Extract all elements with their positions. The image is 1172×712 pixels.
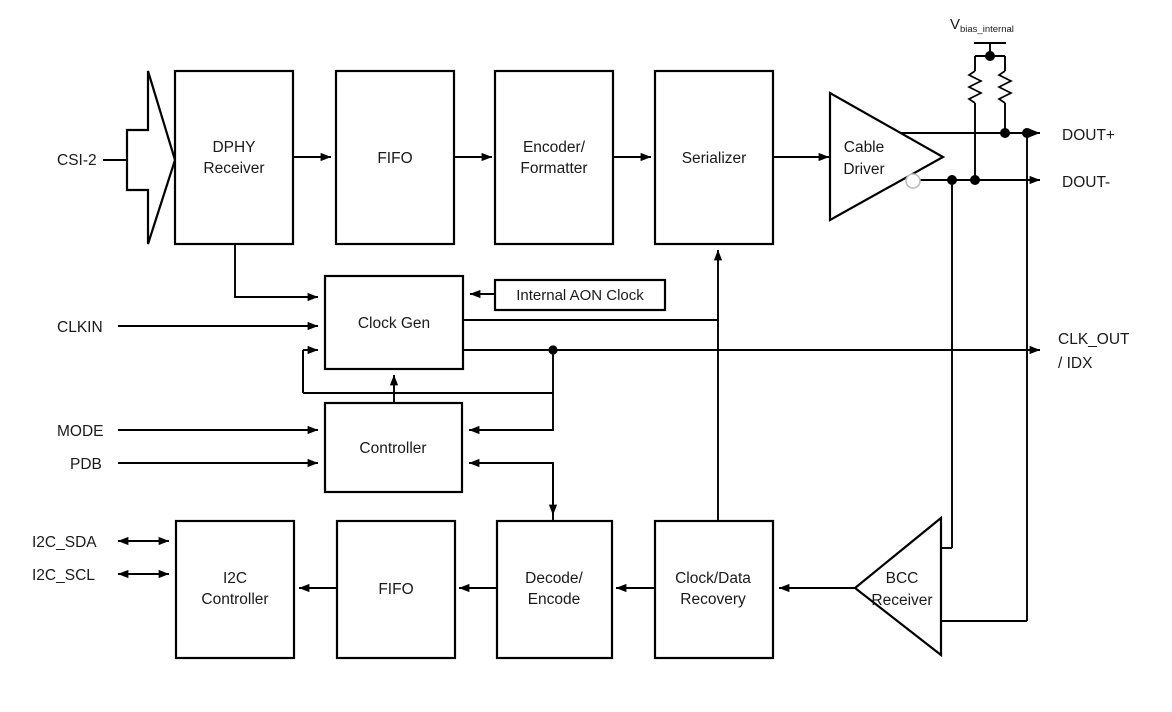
- label-input-csi2: CSI-2: [57, 152, 97, 169]
- block-clock-gen[interactable]: [323, 274, 465, 371]
- amp-cable-driver[interactable]: [828, 91, 946, 222]
- amp-bcc-receiver[interactable]: [853, 515, 943, 658]
- label-encoder-l1: Encoder/: [523, 139, 586, 156]
- label-dphy-line1: DPHY: [212, 139, 255, 156]
- block-fifo-1[interactable]: [334, 69, 456, 246]
- label-input-mode: MODE: [57, 423, 104, 440]
- block-controller[interactable]: [323, 401, 464, 494]
- label-fifo-1: FIFO: [377, 150, 412, 167]
- block-encoder-formatter[interactable]: [493, 69, 615, 246]
- junction-dot-doutp-feedback: [1022, 128, 1032, 138]
- block-dphy-receiver[interactable]: [173, 69, 295, 246]
- label-input-i2c-scl: I2C_SCL: [32, 567, 95, 584]
- label-output-doutm: DOUT-: [1062, 174, 1110, 191]
- label-input-i2c-sda: I2C_SDA: [32, 534, 97, 551]
- label-vbias-base: V: [950, 16, 960, 33]
- wire-clkout-branch-controller: [468, 350, 554, 435]
- wire-decode-controller: [468, 458, 554, 521]
- label-output-clkout-l2: / IDX: [1058, 355, 1093, 372]
- label-decode-l2: Encode: [528, 591, 581, 608]
- label-input-pdb: PDB: [70, 456, 102, 473]
- label-serializer: Serializer: [682, 150, 747, 167]
- inverting-bubble-icon: [905, 173, 921, 189]
- block-serializer[interactable]: [653, 69, 775, 246]
- label-clock-gen: Clock Gen: [358, 315, 430, 332]
- label-cdr-l2: Recovery: [680, 591, 746, 608]
- label-i2c-l1: I2C: [223, 570, 247, 587]
- wire-dphy-clockgen: [234, 244, 319, 302]
- label-cable-driver-l1: Cable: [844, 139, 885, 156]
- label-output-clkout-l1: CLK_OUT: [1058, 331, 1130, 348]
- csi2-bus-arrow: [125, 70, 177, 245]
- resistor-left-zigzag: [967, 70, 983, 104]
- label-controller: Controller: [359, 440, 426, 457]
- junction-dot-doutm-feedback: [947, 175, 957, 185]
- label-input-clkin: CLKIN: [57, 319, 103, 336]
- label-bcc-receiver-l1: BCC: [886, 570, 919, 587]
- label-cable-driver-l2: Driver: [843, 161, 884, 178]
- label-internal-aon-clock: Internal AON Clock: [516, 287, 644, 304]
- label-encoder-l2: Formatter: [520, 160, 587, 177]
- block-clock-data-recovery[interactable]: [653, 519, 775, 660]
- label-vbias-subscript: bias_internal: [960, 24, 1014, 35]
- block-i2c-controller[interactable]: [174, 519, 296, 660]
- label-fifo-2: FIFO: [378, 581, 413, 598]
- label-decode-l1: Decode/: [525, 570, 583, 587]
- block-fifo-2[interactable]: [335, 519, 457, 660]
- label-i2c-l2: Controller: [201, 591, 268, 608]
- block-decode-encode[interactable]: [495, 519, 614, 660]
- label-output-doutp: DOUT+: [1062, 127, 1115, 144]
- label-bcc-receiver-l2: Receiver: [871, 592, 932, 609]
- label-cdr-l1: Clock/Data: [675, 570, 751, 587]
- junction-dot-doutp-resistor: [1000, 128, 1010, 138]
- block-internal-aon-clock[interactable]: [493, 278, 667, 312]
- resistor-right-zigzag: [997, 70, 1013, 104]
- junction-dot-doutm-resistor: [970, 175, 980, 185]
- label-dphy-line2: Receiver: [203, 160, 264, 177]
